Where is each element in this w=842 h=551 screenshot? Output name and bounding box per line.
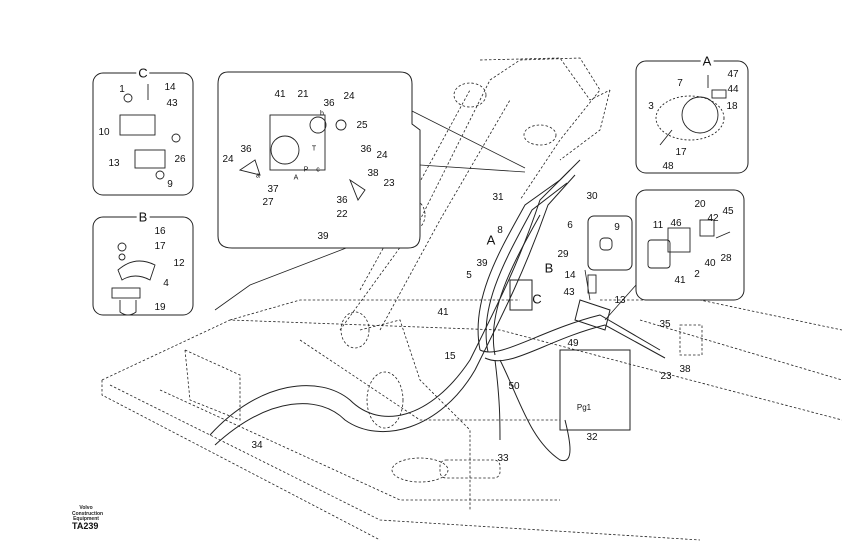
hose-lines <box>209 159 666 462</box>
inset-valve-labels-callout: 36 <box>360 144 372 155</box>
inset-valve-labels-callout: 25 <box>356 120 368 131</box>
inset-valve-port_marks-callout: T <box>311 145 317 153</box>
section-marker-b: B <box>544 260 554 276</box>
inset-valve-labels-callout: 39 <box>317 231 329 242</box>
inset-C-labels-callout: 43 <box>166 98 178 109</box>
section-marker-a: A <box>486 232 496 248</box>
callout-lines <box>214 109 637 321</box>
inset-A-labels-callout: 18 <box>726 101 738 112</box>
inset-block-labels-callout: 2 <box>694 269 700 280</box>
inset-A-labels-callout: 47 <box>727 69 739 80</box>
inset-valve-labels-callout: 24 <box>376 150 388 161</box>
inset-valve-labels-callout: 21 <box>297 89 309 100</box>
main-labels-callout: 34 <box>251 440 263 451</box>
inset-B-labels-callout: 16 <box>154 226 166 237</box>
inset-C-labels-callout: 1 <box>119 84 125 95</box>
inset-block-labels-callout: 20 <box>694 199 706 210</box>
main-labels-callout: 31 <box>492 192 504 203</box>
main-labels-callout: 30 <box>586 191 598 202</box>
inset-valve-labels-callout: 22 <box>336 209 348 220</box>
main-labels-callout: 33 <box>497 453 509 464</box>
inset-valve-labels-callout: 41 <box>274 89 286 100</box>
inset-A-labels-callout: 44 <box>727 84 739 95</box>
main-labels-callout: 41 <box>437 307 449 318</box>
inset-block-labels-callout: 28 <box>720 253 732 264</box>
inset-block-labels-callout: 40 <box>704 258 716 269</box>
inset-B-labels-callout: 19 <box>154 302 166 313</box>
main-labels-callout: 8 <box>497 225 503 236</box>
inset-valve-labels-callout: 36 <box>240 144 252 155</box>
inset-valve-port_marks-callout: a <box>256 172 260 180</box>
inset-B-labels-callout: 4 <box>163 278 169 289</box>
inset-A-labels-callout: 7 <box>677 78 683 89</box>
inset-c-title: C <box>136 65 150 81</box>
inset-valve-labels-callout: 36 <box>323 98 335 109</box>
inset-valve-labels-callout: 27 <box>262 197 274 208</box>
inset-valve-port_marks-callout: c <box>316 166 320 174</box>
inset-C-labels-callout: 14 <box>164 82 176 93</box>
inset-C-labels-callout: 9 <box>167 179 173 190</box>
main-labels-callout: 35 <box>659 319 671 330</box>
drawing-code: TA239 <box>72 521 99 531</box>
inset-a-title: A <box>700 53 714 69</box>
inset-valve-labels-callout: 24 <box>343 91 355 102</box>
main-labels-callout: 38 <box>679 364 691 375</box>
main-labels-callout: 5 <box>466 270 472 281</box>
inset-B-labels-callout: 12 <box>173 258 185 269</box>
inset-block-labels-callout: 41 <box>674 275 686 286</box>
inset-A-labels-callout: 17 <box>675 147 687 158</box>
part-sketches <box>111 75 731 316</box>
main-labels-callout: 13 <box>614 295 626 306</box>
inset-C-labels-callout: 26 <box>174 154 186 165</box>
inset-block-labels-callout: 46 <box>670 218 682 229</box>
main-labels-callout: 6 <box>567 220 573 231</box>
main-labels-callout: 14 <box>564 270 576 281</box>
inset-A-labels-callout: 3 <box>648 101 654 112</box>
inset-valve-labels-callout: 24 <box>222 154 234 165</box>
inset-block-labels-callout: 11 <box>652 220 664 231</box>
section-marker-c: C <box>532 291 542 307</box>
inset-block-labels-callout: 42 <box>707 213 719 224</box>
main-labels-callout: 29 <box>557 249 569 260</box>
pilot-port-label: Pg1 <box>576 403 592 412</box>
inset-C-labels-callout: 10 <box>98 127 110 138</box>
main-labels-callout: 15 <box>444 351 456 362</box>
inset-valve-labels-callout: 38 <box>367 168 379 179</box>
inset-frames <box>92 60 749 316</box>
inset-valve-port_marks-callout: P <box>303 166 309 174</box>
main-labels-callout: 49 <box>567 338 579 349</box>
inset-valve-labels-callout: 23 <box>383 178 395 189</box>
main-labels-callout: 39 <box>476 258 488 269</box>
inset-valve-port_marks-callout: b <box>320 110 324 118</box>
inset-block-labels-callout: 45 <box>722 206 734 217</box>
inset-b-title: B <box>136 209 150 225</box>
inset-bushing-labels-callout: 9 <box>614 222 620 233</box>
main-labels-callout: 50 <box>508 381 520 392</box>
main-labels-callout: 23 <box>660 371 672 382</box>
inset-valve-labels-callout: 36 <box>336 195 348 206</box>
inset-A-labels-callout: 48 <box>662 161 674 172</box>
main-labels-callout: 43 <box>563 287 575 298</box>
inset-valve-port_marks-callout: A <box>293 174 299 182</box>
company-name: Volvo Construction Equipment <box>72 505 104 522</box>
inset-C-labels-callout: 13 <box>108 158 120 169</box>
main-labels-callout: 32 <box>586 432 598 443</box>
inset-B-labels-callout: 17 <box>154 241 166 252</box>
inset-valve-labels-callout: 37 <box>267 184 279 195</box>
